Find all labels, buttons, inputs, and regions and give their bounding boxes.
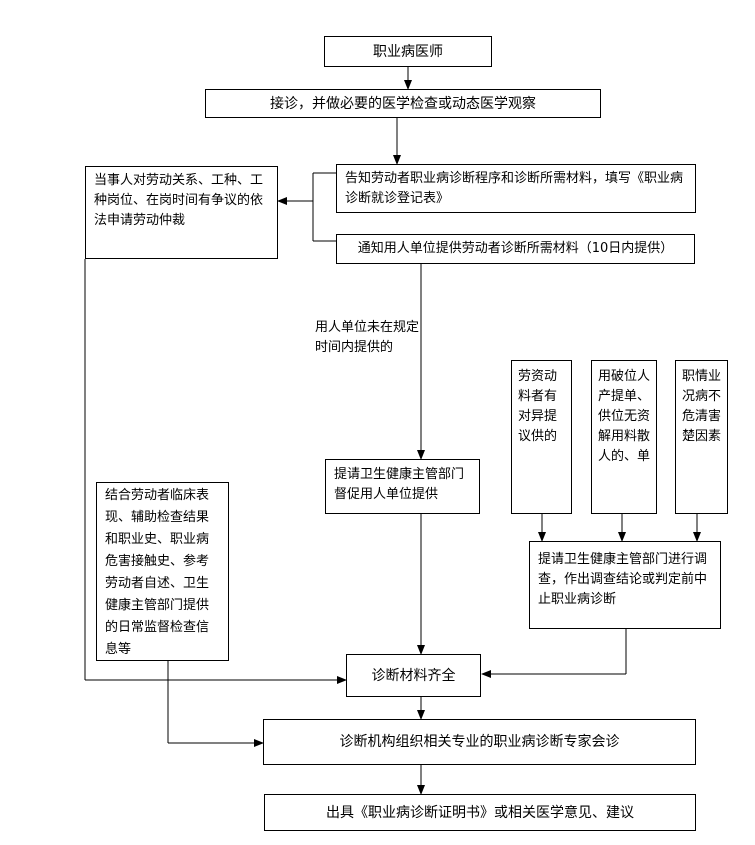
node-combine-info: 结合劳动者临床表现、辅助检查结果和职业史、职业病危害接触史、参考劳动者自述、卫生… xyxy=(96,482,229,661)
node-request-health-dept: 提请卫生健康主管部门督促用人单位提供 xyxy=(325,459,480,514)
node-reception-label: 接诊，并做必要的医学检查或动态医学观察 xyxy=(270,95,536,112)
node-expert-consult-label: 诊断机构组织相关专业的职业病诊断专家会诊 xyxy=(339,734,620,750)
node-unclear-hazard-label: 职情业况病不危清害楚因素 xyxy=(682,369,722,444)
node-inform-worker: 告知劳动者职业病诊断程序和诊断所需材料，填写《职业病诊断就诊登记表》 xyxy=(336,164,696,213)
node-materials-complete: 诊断材料齐全 xyxy=(346,654,481,697)
node-notify-employer: 通知用人单位提供劳动者诊断所需材料（10日内提供） xyxy=(336,234,695,264)
node-reception: 接诊，并做必要的医学检查或动态医学观察 xyxy=(205,89,601,118)
node-investigation: 提请卫生健康主管部门进行调查，作出调查结论或判定前中止职业病诊断 xyxy=(529,541,721,629)
node-expert-consult: 诊断机构组织相关专业的职业病诊断专家会诊 xyxy=(263,719,696,765)
node-arbitration-label: 当事人对劳动关系、工种、工种岗位、在岗时间有争议的依法申请劳动仲裁 xyxy=(94,173,264,228)
node-investigation-label: 提请卫生健康主管部门进行调查，作出调查结论或判定前中止职业病诊断 xyxy=(538,552,708,607)
node-combine-info-label: 结合劳动者临床表现、辅助检查结果和职业史、职业病危害接触史、参考劳动者自述、卫生… xyxy=(105,488,210,657)
node-materials-complete-label: 诊断材料齐全 xyxy=(371,667,456,684)
node-worker-dispute-label: 劳资动料者有对异提议供的 xyxy=(518,369,558,444)
node-worker-dispute: 劳资动料者有对异提议供的 xyxy=(511,360,572,514)
node-employer-broken: 用破位人产提单、供位无资解用料散人的、单 xyxy=(591,360,657,514)
edge-label-not-provided: 用人单位未在规定时间内提供的 xyxy=(315,320,420,355)
node-request-health-dept-label: 提请卫生健康主管部门督促用人单位提供 xyxy=(334,467,465,502)
node-unclear-hazard: 职情业况病不危清害楚因素 xyxy=(675,360,728,514)
node-issue-certificate: 出具《职业病诊断证明书》或相关医学意见、建议 xyxy=(264,794,696,831)
node-doctor: 职业病医师 xyxy=(324,36,492,67)
node-issue-certificate-label: 出具《职业病诊断证明书》或相关医学意见、建议 xyxy=(326,804,634,821)
node-inform-worker-label: 告知劳动者职业病诊断程序和诊断所需材料，填写《职业病诊断就诊登记表》 xyxy=(345,171,684,206)
node-doctor-label: 职业病医师 xyxy=(373,43,443,60)
node-notify-employer-label: 通知用人单位提供劳动者诊断所需材料（10日内提供） xyxy=(357,241,674,256)
node-employer-broken-label: 用破位人产提单、供位无资解用料散人的、单 xyxy=(598,369,651,464)
node-arbitration: 当事人对劳动关系、工种、工种岗位、在岗时间有争议的依法申请劳动仲裁 xyxy=(85,166,278,259)
